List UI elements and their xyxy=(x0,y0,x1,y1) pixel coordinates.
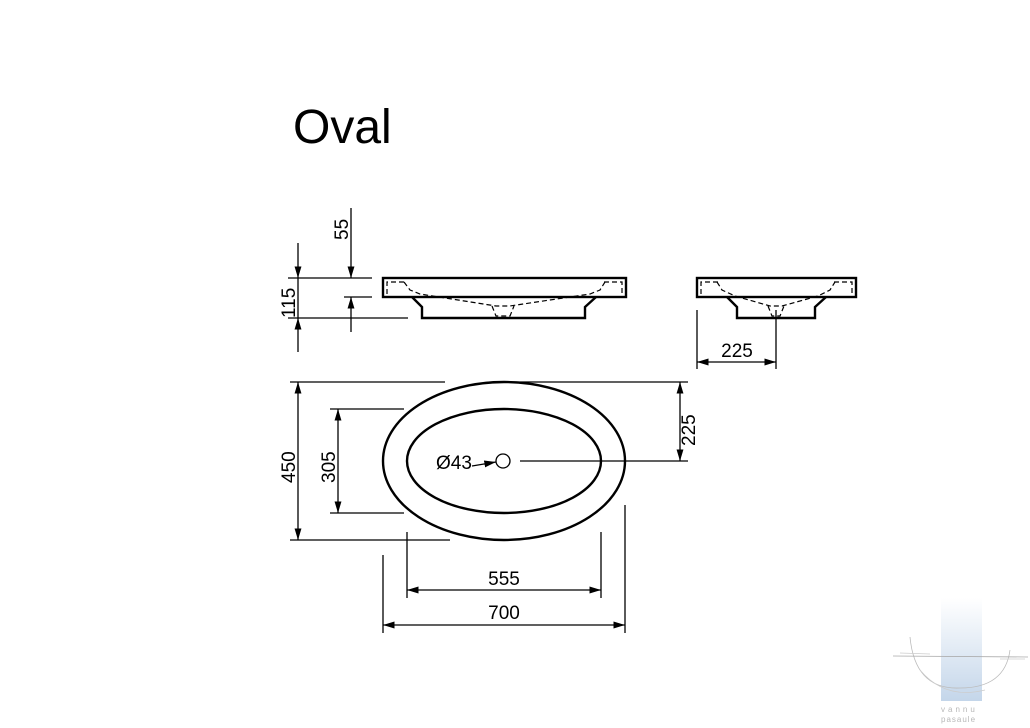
page-title: Oval xyxy=(293,101,392,154)
dimension-305: 305 xyxy=(319,408,404,514)
dimension-label: 225 xyxy=(721,341,753,362)
dimension-label: 700 xyxy=(488,603,520,624)
logo-text: pasaule xyxy=(941,715,976,724)
dimension-450: 450 xyxy=(279,381,450,541)
dimension-label: 555 xyxy=(488,569,520,590)
side-view-front xyxy=(381,276,628,320)
drain-hole xyxy=(495,453,511,469)
dimension-label: 225 xyxy=(679,414,700,446)
dimension-55: 55 xyxy=(332,208,372,332)
vannu-pasaule-logo: vannu pasaule xyxy=(892,598,1029,724)
dimension-label: 115 xyxy=(279,288,300,318)
dimension-225-side: 225 xyxy=(696,310,777,369)
dimension-115: 115 xyxy=(279,243,408,352)
dimension-drain: Ø43 xyxy=(436,453,497,474)
dimension-700: 700 xyxy=(382,505,626,633)
dimension-label: 55 xyxy=(332,219,353,240)
dimension-225-top: 225 xyxy=(504,381,700,462)
dimension-label: Ø43 xyxy=(436,453,472,474)
dimension-label: 450 xyxy=(279,451,300,483)
dimension-555: 555 xyxy=(406,532,602,598)
dimension-label: 305 xyxy=(319,451,340,483)
logo-text: vannu xyxy=(941,705,978,714)
